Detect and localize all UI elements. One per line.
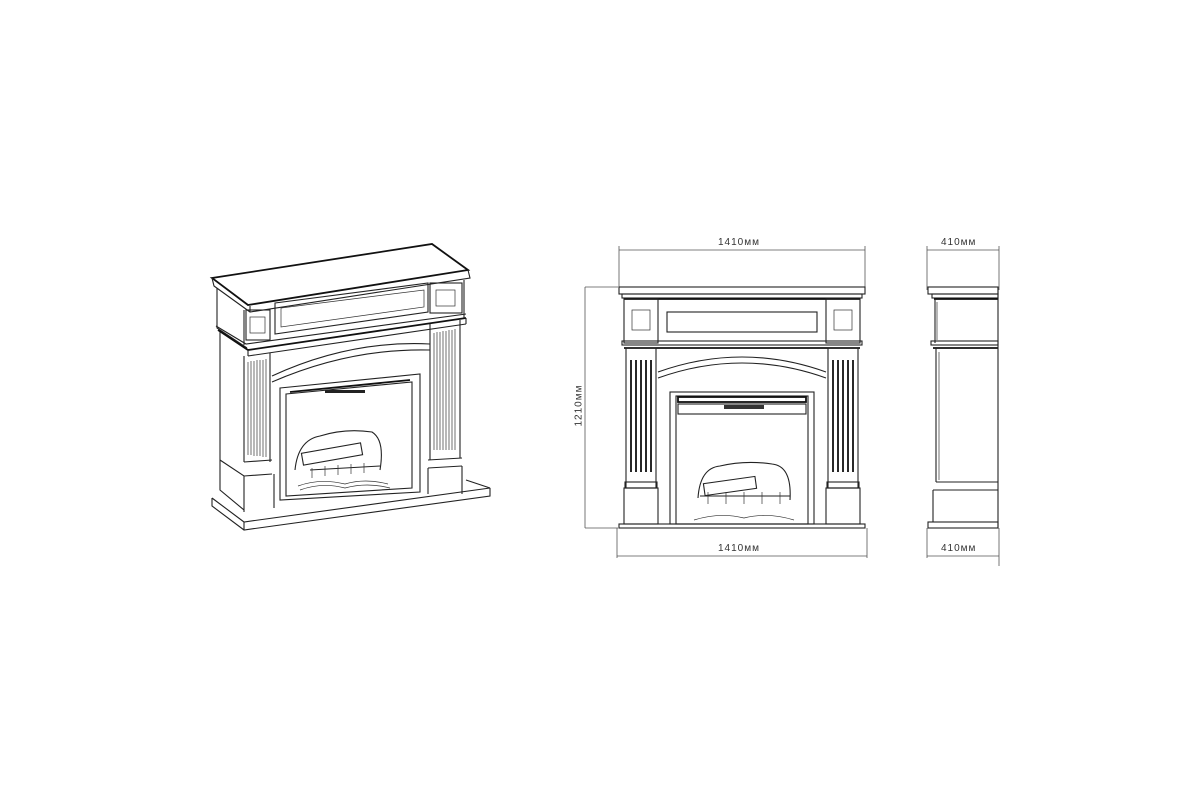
front-top-width-label: 1410мм	[718, 237, 760, 248]
front-control-strip	[724, 405, 764, 409]
front-view	[584, 246, 868, 558]
front-height-label: 1210мм	[573, 384, 585, 427]
side-bottom-depth-label: 410мм	[941, 543, 977, 554]
perspective-view	[209, 243, 491, 531]
side-top-depth-label: 410мм	[941, 237, 977, 248]
side-view	[926, 246, 1000, 566]
firebox-control-strip	[325, 390, 365, 393]
front-bottom-width-label: 1410мм	[718, 543, 760, 554]
